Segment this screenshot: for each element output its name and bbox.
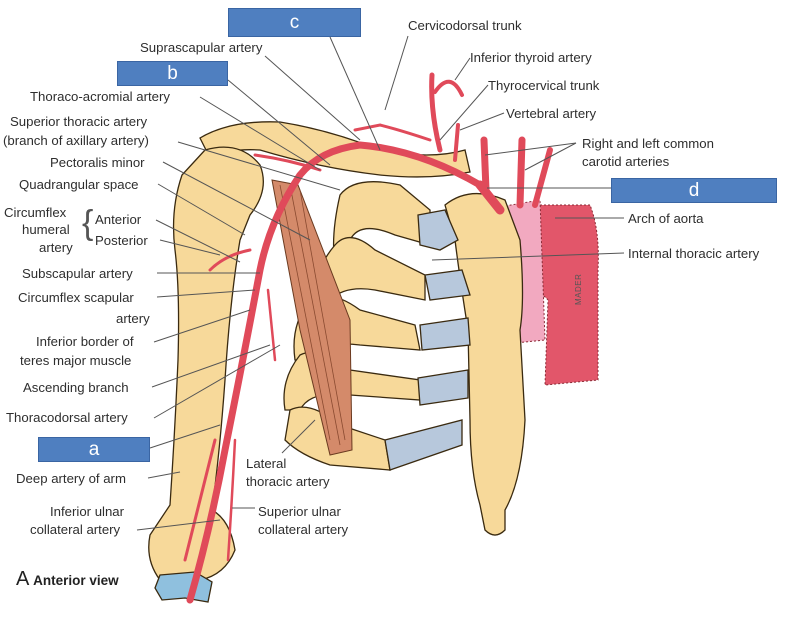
label-suprascapular-artery: Suprascapular artery	[140, 40, 263, 55]
label-common-carotid-2: carotid arteries	[582, 154, 670, 169]
label-arch-of-aorta: Arch of aorta	[628, 211, 704, 226]
label-superior-thoracic-artery: Superior thoracic artery	[10, 114, 148, 129]
label-ascending-branch: Ascending branch	[23, 380, 129, 395]
label-circumflex-humeral-1: Circumflex	[4, 205, 67, 220]
answer-box-b: b	[117, 61, 228, 86]
label-pectoralis-minor: Pectoralis minor	[50, 155, 145, 170]
humerus-trochlea	[154, 571, 213, 603]
label-circumflex-scapular-2: artery	[116, 311, 150, 326]
sternum	[444, 192, 526, 536]
label-inferior-thyroid-artery: Inferior thyroid artery	[470, 50, 592, 65]
label-superior-ulnar-1: Superior ulnar	[258, 504, 341, 519]
view-caption-text: Anterior view	[33, 573, 119, 588]
label-circumflex-humeral-3: artery	[39, 240, 73, 255]
label-deep-artery-of-arm: Deep artery of arm	[16, 471, 126, 486]
label-inferior-ulnar-2: collateral artery	[30, 522, 121, 537]
label-common-carotid-1: Right and left common	[582, 136, 714, 151]
label-circumflex-scapular-1: Circumflex scapular	[18, 290, 134, 305]
circumflex-humeral-branch	[208, 248, 252, 272]
label-thoraco-acromial-artery: Thoraco-acromial artery	[30, 89, 170, 104]
label-anterior: Anterior	[95, 212, 142, 227]
label-thyrocervical-trunk: Thyrocervical trunk	[488, 78, 600, 93]
costal-cartilages	[384, 209, 471, 471]
label-circumflex-humeral-2: humeral	[22, 222, 70, 237]
thyrocervical	[429, 72, 443, 153]
answer-box-c: c	[228, 8, 361, 37]
inferior-thyroid	[433, 79, 464, 97]
answer-box-a: a	[38, 437, 150, 462]
label-thoracodorsal-artery: Thoracodorsal artery	[6, 410, 128, 425]
leader-lines	[136, 35, 625, 531]
view-caption: A Anterior view	[16, 568, 119, 591]
label-lateral-thoracic-2: thoracic artery	[246, 474, 330, 489]
view-letter: A	[16, 568, 30, 590]
deep-artery-arm	[183, 438, 217, 562]
label-lateral-thoracic-1: Lateral	[246, 456, 287, 471]
subclavian-axillary	[186, 141, 484, 604]
vertebral	[453, 123, 460, 162]
label-vertebral-artery: Vertebral artery	[506, 106, 597, 121]
answer-box-d: d	[611, 178, 777, 203]
carotid-left2	[532, 147, 553, 208]
artist-signature: MADER	[574, 273, 583, 305]
label-posterior: Posterior	[95, 233, 148, 248]
label-subscapular-artery: Subscapular artery	[22, 266, 133, 281]
pectoralis-minor-muscle	[271, 179, 353, 456]
ulnar-collateral	[226, 438, 237, 562]
label-cervicodorsal-trunk: Cervicodorsal trunk	[408, 18, 522, 33]
label-superior-ulnar-2: collateral artery	[258, 522, 349, 537]
label-inferior-ulnar-1: Inferior ulnar	[50, 504, 125, 519]
brace-symbol: {	[82, 204, 94, 242]
label-inferior-border-2: teres major muscle	[20, 353, 132, 368]
arteries	[183, 72, 553, 604]
carotid-left	[516, 136, 526, 209]
label-quadrangular-space: Quadrangular space	[19, 177, 139, 192]
suprascapular-branch	[353, 123, 432, 142]
thoraco-acromial-branch	[253, 153, 322, 172]
label-inferior-border-1: Inferior border of	[36, 334, 134, 349]
label-superior-thoracic-branch: (branch of axillary artery)	[3, 133, 149, 148]
label-internal-thoracic-artery: Internal thoracic artery	[628, 246, 760, 261]
carotid-right	[480, 136, 490, 194]
